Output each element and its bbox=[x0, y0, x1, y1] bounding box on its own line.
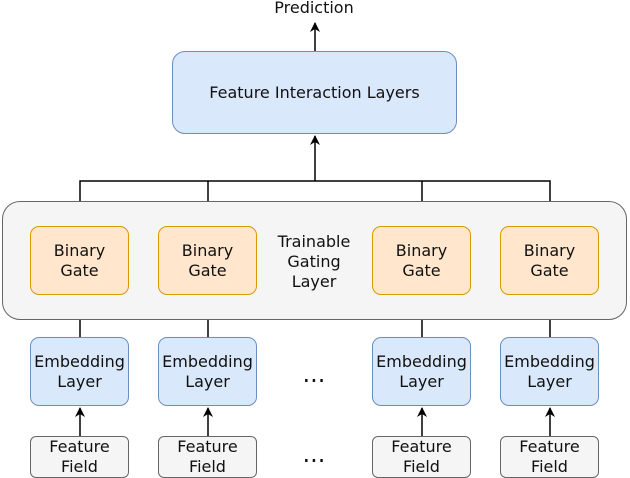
binary-gate-2: Binary Gate bbox=[158, 226, 257, 295]
embedding-layer-4: Embedding Layer bbox=[500, 337, 599, 406]
embedding-layer-1: Embedding Layer bbox=[30, 337, 129, 406]
feature-interaction-layers-box: Feature Interaction Layers bbox=[172, 51, 457, 134]
feature-field-2: Feature Field bbox=[158, 436, 257, 478]
embedding-layer-3: Embedding Layer bbox=[372, 337, 471, 406]
embedding-layer-2: Embedding Layer bbox=[158, 337, 257, 406]
trainable-gating-layer-label: Trainable Gating Layer bbox=[277, 232, 351, 291]
embedding-ellipsis: ... bbox=[302, 360, 326, 388]
feature-field-4: Feature Field bbox=[500, 436, 599, 478]
prediction-label: Prediction bbox=[274, 0, 354, 17]
feature-field-3: Feature Field bbox=[372, 436, 471, 478]
binary-gate-4: Binary Gate bbox=[500, 226, 599, 295]
feature-field-1: Feature Field bbox=[30, 436, 129, 478]
binary-gate-3: Binary Gate bbox=[372, 226, 471, 295]
field-ellipsis: ... bbox=[302, 440, 326, 468]
binary-gate-1: Binary Gate bbox=[30, 226, 129, 295]
